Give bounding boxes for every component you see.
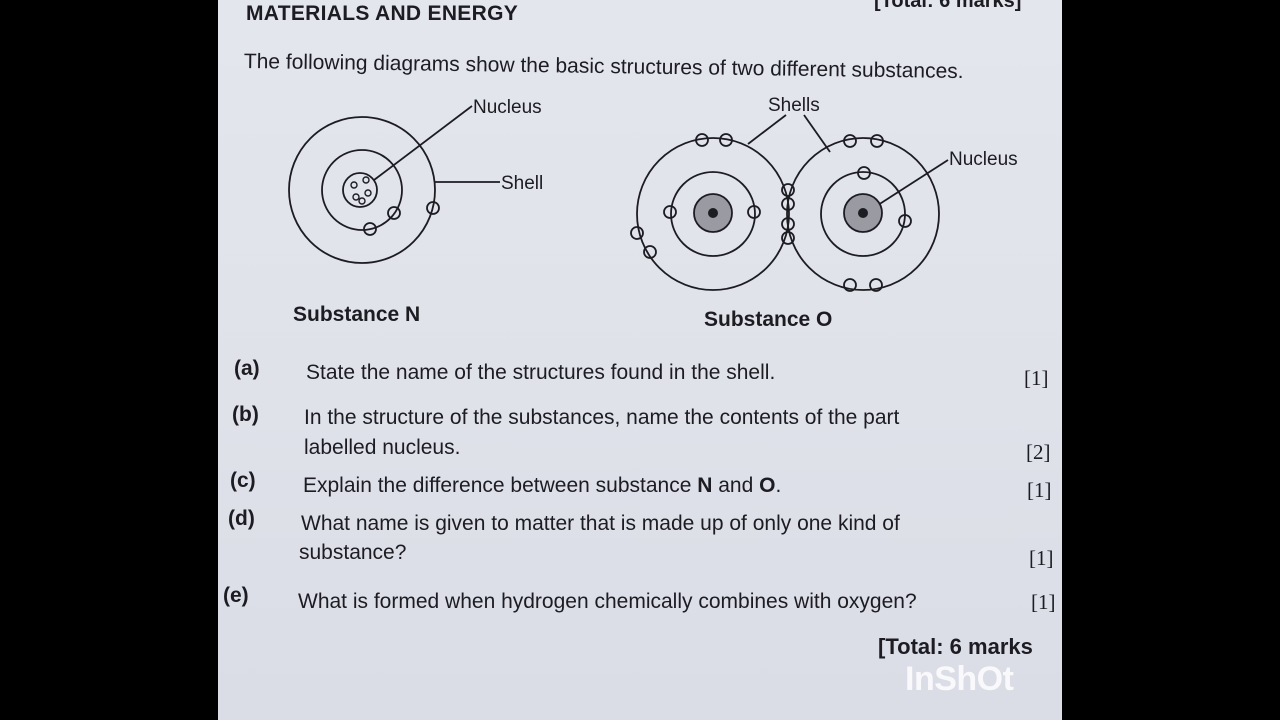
question-d-marks: [1] [1029, 546, 1054, 570]
question-d-text-line1: What name is given to matter that is mad… [301, 512, 900, 535]
substance-o-right-inner-shell [820, 171, 906, 257]
question-e-letter: (e) [223, 584, 249, 607]
question-a-text: State the name of the structures found i… [306, 361, 776, 384]
substance-n-inner-shell [321, 149, 403, 231]
label-shell-n: Shell [501, 173, 543, 194]
substance-o-right-nucleus-core [858, 208, 868, 218]
question-b-text-line2: labelled nucleus. [304, 436, 461, 459]
shells-pointer-right [803, 114, 831, 153]
caption-substance-o: Substance O [704, 308, 832, 331]
label-shells-o: Shells [768, 95, 820, 116]
substance-o-ref: O [759, 474, 776, 497]
nucleus-pointer-n [373, 105, 473, 181]
question-b-marks: [2] [1026, 440, 1051, 464]
nucleus-pointer-o [877, 159, 949, 206]
question-e-marks: [1] [1031, 590, 1056, 614]
question-b-text-line1: In the structure of the substances, name… [304, 406, 900, 429]
section-title: MATERIALS AND ENERGY [246, 2, 519, 25]
label-nucleus-n: Nucleus [473, 97, 542, 118]
question-c-marks: [1] [1027, 478, 1052, 502]
substance-o-left-outer-shell [636, 137, 790, 291]
substance-o-left-nucleus-core [708, 208, 718, 218]
caption-substance-n: Substance N [293, 303, 420, 326]
inshot-watermark: InShOt [905, 660, 1014, 698]
substance-n-ref: N [697, 474, 713, 497]
substance-n-electrons [363, 201, 440, 236]
substance-n-nucleus [342, 172, 378, 208]
question-d-text-line2: substance? [299, 541, 407, 564]
substance-n-atom [288, 105, 500, 264]
question-a-marks: [1] [1024, 366, 1049, 390]
question-c-text-before: Explain the difference between substance [303, 474, 698, 497]
total-marks: [Total: 6 marks [878, 634, 1033, 659]
substance-o-right-outer-shell [786, 137, 940, 291]
label-nucleus-o: Nucleus [949, 149, 1018, 170]
question-c-text-mid: and [712, 474, 760, 497]
exam-paper: MATERIALS AND ENERGY [Total: 6 marks] Th… [218, 0, 1062, 720]
shells-pointer-left [747, 114, 787, 145]
question-e-text: What is formed when hydrogen chemically … [298, 590, 917, 613]
atom-structures-diagram: Nucleus Shell Shells Nucleus Substance N… [288, 95, 1018, 331]
substance-n-outer-shell [288, 116, 436, 264]
question-c-letter: (c) [230, 469, 256, 492]
question-b-letter: (b) [232, 403, 259, 426]
question-d-letter: (d) [228, 507, 255, 530]
question-c-text: Explain the difference between substance… [303, 471, 781, 501]
question-c-text-after: . [775, 474, 782, 497]
substance-o-left-inner-shell [670, 171, 756, 257]
substance-o-electrons [630, 133, 912, 292]
question-a-letter: (a) [234, 357, 260, 380]
top-total-marks: [Total: 6 marks] [874, 0, 1022, 12]
substance-o-molecule [630, 114, 949, 292]
